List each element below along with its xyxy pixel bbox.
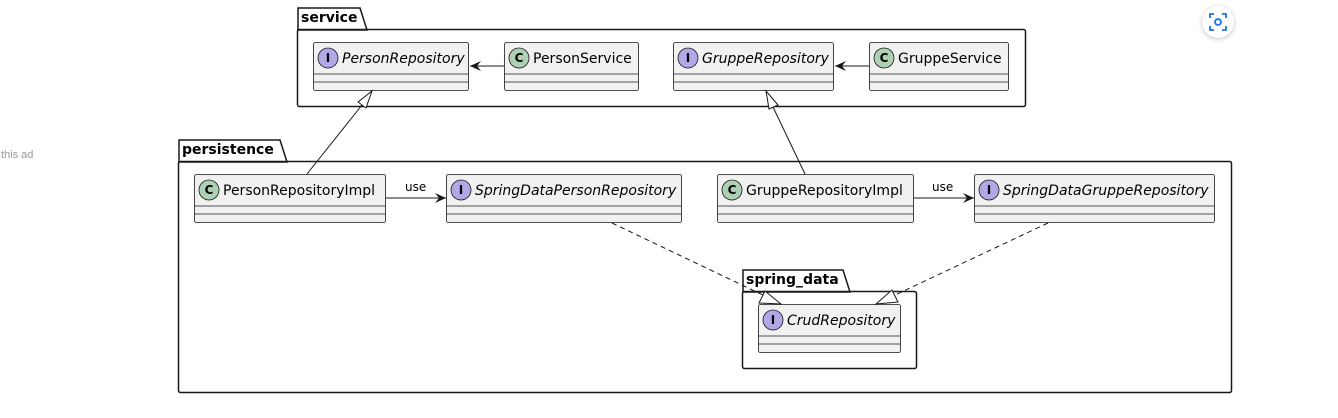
interface-badge-letter: I [987, 183, 991, 197]
class-badge-letter: C [728, 183, 737, 197]
class-name: PersonService [533, 51, 632, 67]
interface-badge-icon [762, 309, 784, 331]
class-badge-letter: C [515, 51, 524, 65]
class-name: SpringDataPersonRepository [475, 183, 677, 199]
interface-badge-letter: I [326, 51, 330, 65]
class-gruppe-repository: I GruppeRepository [673, 42, 834, 91]
class-badge-icon [873, 47, 895, 69]
interface-badge-letter: I [771, 313, 775, 327]
class-gruppe-service: C GruppeService [869, 42, 1009, 91]
focus-frame-button[interactable] [1202, 6, 1234, 38]
class-person-repository: I PersonRepository [313, 42, 469, 91]
use-label: use [405, 180, 426, 194]
package-spring-data-label: spring_data [746, 272, 839, 288]
interface-badge-icon [978, 179, 1000, 201]
class-badge-letter: C [880, 51, 889, 65]
class-badge-icon [508, 47, 530, 69]
interface-badge-letter: I [459, 183, 463, 197]
focus-frame-icon [1209, 13, 1227, 31]
interface-badge-icon [317, 47, 339, 69]
class-name: GruppeService [898, 51, 1002, 67]
use-arrow-gruppe: use [914, 180, 974, 203]
class-name: PersonRepositoryImpl [223, 183, 375, 199]
package-service: service [296, 7, 1027, 108]
ad-caption: this ad [1, 149, 34, 161]
realization-gruppe-repository-impl [765, 89, 806, 175]
class-person-service: C PersonService [504, 42, 639, 91]
class-spring-data-person-repository: I SpringDataPersonRepository [446, 174, 682, 223]
class-badge-letter: C [205, 183, 214, 197]
package-persistence-label: persistence [182, 142, 274, 158]
class-name: GruppeRepository [702, 51, 830, 67]
class-spring-data-gruppe-repository: I SpringDataGruppeRepository [974, 174, 1215, 223]
interface-badge-letter: I [686, 51, 690, 65]
class-badge-icon [198, 179, 220, 201]
class-person-repository-impl: C PersonRepositoryImpl [194, 174, 386, 223]
extension-spring-data-person [611, 222, 783, 305]
extension-spring-data-gruppe [874, 222, 1049, 305]
class-gruppe-repository-impl: C GruppeRepositoryImpl [717, 174, 914, 223]
class-name: CrudRepository [787, 313, 896, 329]
interface-badge-icon [677, 47, 699, 69]
class-name: PersonRepository [342, 51, 465, 67]
interface-badge-icon [450, 179, 472, 201]
class-crud-repository: I CrudRepository [758, 304, 901, 353]
class-name: GruppeRepositoryImpl [746, 183, 903, 199]
package-spring-data: spring_data [741, 269, 918, 370]
class-badge-icon [721, 179, 743, 201]
use-label: use [932, 180, 953, 194]
class-name: SpringDataGruppeRepository [1003, 183, 1209, 199]
realization-person-repository-impl [306, 89, 374, 175]
use-arrow-person: use [386, 180, 446, 203]
package-persistence: persistence [177, 139, 1233, 394]
package-service-label: service [301, 10, 357, 26]
